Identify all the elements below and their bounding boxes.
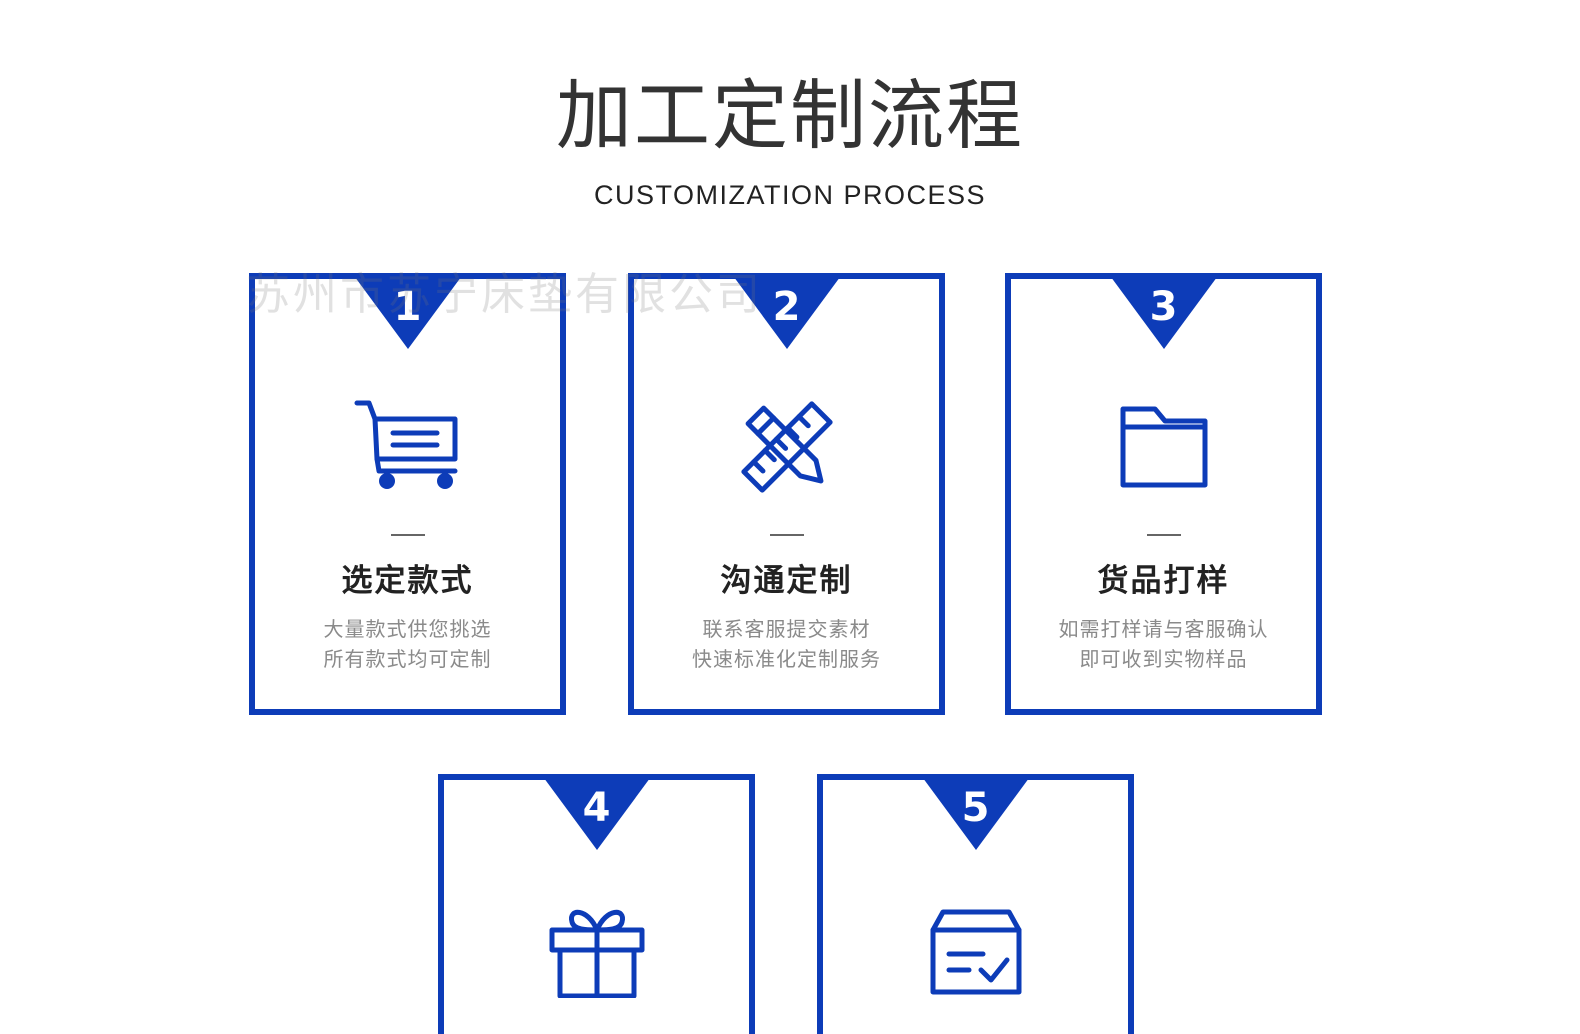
step-description-line2: 即可收到实物样品 — [1079, 647, 1248, 671]
step-number: 4 — [582, 785, 611, 831]
step-description-line2: 快速标准化定制服务 — [692, 647, 881, 671]
step-badge — [1107, 273, 1220, 349]
step-card-5: 5 — [817, 774, 1134, 1034]
step-number: 5 — [961, 785, 990, 831]
folder-icon — [1120, 406, 1207, 488]
step-description-line2: 所有款式均可定制 — [323, 647, 492, 671]
step-card-1: 1 选定款式 大量款式供您挑选 所有款式均可定制 — [249, 273, 566, 715]
step-number: 1 — [393, 284, 422, 330]
divider — [769, 534, 804, 536]
step-badge — [730, 273, 843, 349]
step-description-line1: 大量款式供您挑选 — [323, 617, 492, 641]
step-description-line1: 联系客服提交素材 — [702, 617, 871, 641]
step-title: 沟通定制 — [720, 563, 853, 599]
step-badge — [919, 774, 1032, 850]
delivery-box-icon — [930, 909, 1021, 995]
step-number: 3 — [1149, 284, 1178, 330]
shopping-cart-icon — [354, 400, 457, 489]
step-description-line1: 如需打样请与客服确认 — [1058, 617, 1269, 641]
page-subtitle: CUSTOMIZATION PROCESS — [593, 180, 987, 210]
step-card-3: 3 货品打样 如需打样请与客服确认 即可收到实物样品 — [1005, 273, 1322, 715]
step-title: 选定款式 — [341, 563, 474, 599]
page-title: 加工定制流程 — [556, 71, 1024, 160]
divider — [1146, 534, 1181, 536]
step-number: 2 — [772, 284, 801, 330]
gift-icon — [549, 910, 644, 998]
divider — [390, 534, 425, 536]
step-card-2: 2 沟通定制 联系客服提交素材 快速标准化定制服务 — [628, 273, 945, 715]
step-badge — [351, 273, 464, 349]
step-card-4: 4 — [438, 774, 755, 1034]
step-badge — [540, 774, 653, 850]
pencil-ruler-icon — [740, 401, 833, 493]
step-title: 货品打样 — [1097, 563, 1230, 599]
